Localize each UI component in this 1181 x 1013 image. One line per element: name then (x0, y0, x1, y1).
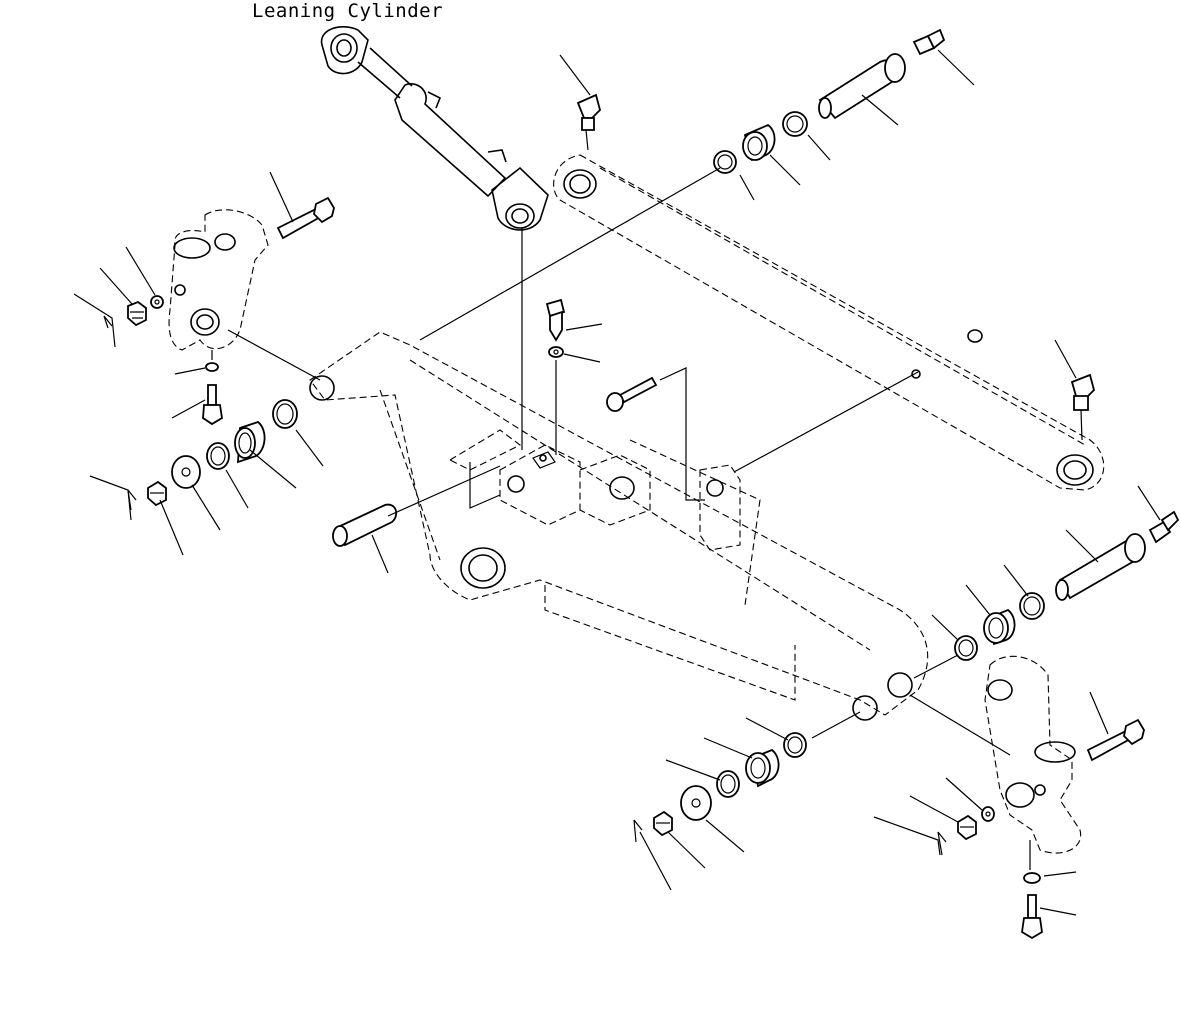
knuckle-bracket-right (984, 655, 1082, 854)
bushing-lower (983, 608, 1016, 646)
lever-arm (309, 331, 929, 721)
washer-left-small (150, 295, 164, 309)
cotter-pin-bottom (633, 819, 643, 843)
washer-lower-right (981, 806, 995, 822)
castle-nut-bottom (653, 810, 673, 837)
knuckle-bracket-left (168, 209, 269, 351)
bushing-upper (742, 123, 776, 162)
washer-left-2 (205, 362, 219, 372)
bushing-bottom (745, 748, 780, 788)
grease-fitting-4 (1148, 510, 1180, 544)
castle-nut-lower-right (957, 814, 977, 841)
cotter-pin-lower-right (937, 831, 947, 856)
leaning-cylinder-label: Leaning Cylinder (252, 0, 444, 22)
washer-left (171, 455, 201, 489)
bolt-center-screw (545, 298, 566, 342)
seal-ring-upper-2 (713, 150, 737, 174)
pin-upper (818, 53, 906, 120)
grease-fitting-1 (576, 93, 602, 151)
bolt-upper-left (276, 196, 335, 240)
seal-ring-left-2 (206, 442, 230, 470)
grease-fitting-2 (912, 28, 946, 56)
seal-ring-lower-1 (1019, 592, 1045, 620)
center-bracket (499, 444, 741, 551)
bolt-left-2 (202, 384, 223, 426)
leaning-cylinder (320, 26, 549, 231)
seal-ring-lower-2 (954, 635, 978, 661)
washer-bottom (680, 785, 712, 821)
bolt-lower-right (1086, 718, 1145, 762)
bolt-lower-right-2 (1021, 894, 1043, 940)
bushing-left (234, 420, 266, 464)
seal-ring-bottom-2 (716, 770, 740, 798)
bolt-center-horizontal (606, 376, 658, 412)
washer-center (548, 346, 564, 358)
castle-nut-left (127, 300, 147, 327)
cotter-pin-left (103, 315, 113, 329)
tie-rod (553, 154, 1105, 491)
seal-ring-bottom-1 (783, 732, 807, 758)
leader-lines (73, 49, 1161, 916)
grease-fitting-3 (1070, 373, 1096, 441)
seal-ring-upper-1 (782, 111, 808, 137)
seal-ring-left-1 (272, 399, 298, 429)
pin-left (332, 503, 398, 547)
washer-lower-right-2 (1023, 872, 1041, 884)
pin-lower (1055, 533, 1146, 601)
castle-nut-left-2 (147, 480, 167, 507)
assembly-lines (211, 167, 1031, 870)
